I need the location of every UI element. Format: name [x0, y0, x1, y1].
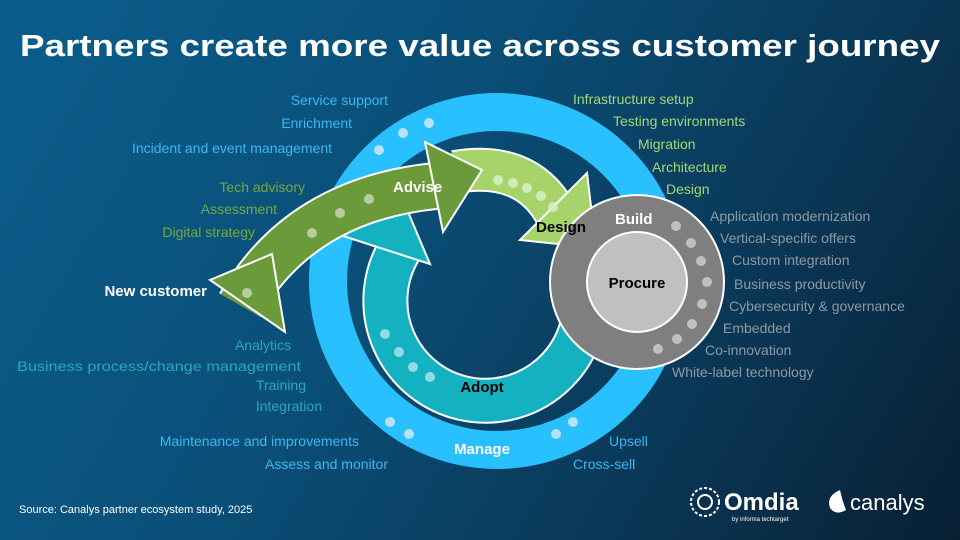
svg-text:by informa techtarget: by informa techtarget: [732, 517, 789, 523]
build-item: Cybersecurity & governance: [729, 298, 905, 314]
adopt-item: Analytics: [235, 337, 291, 353]
build-item: Embedded: [723, 320, 791, 336]
manage-item: Assess and monitor: [265, 456, 388, 472]
design-item: Migration: [638, 136, 696, 152]
step-dots: [242, 118, 712, 439]
advise-item: Tech advisory: [219, 179, 305, 195]
slide-title: Partners create more value across custom…: [20, 28, 941, 63]
advise-item: Assessment: [201, 201, 277, 217]
adopt-item: Integration: [256, 398, 322, 414]
manage-item: Service support: [291, 92, 388, 108]
design-item: Infrastructure setup: [573, 91, 694, 107]
procure-circle: [586, 231, 688, 333]
design-item: Testing environments: [613, 113, 745, 129]
svg-text:Omdia: Omdia: [724, 489, 799, 516]
source-note: Source: Canalys partner ecosystem study,…: [19, 504, 252, 516]
build-item: White-label technology: [672, 364, 814, 380]
stage-procure: Procure: [609, 275, 666, 292]
manage-item: Enrichment: [281, 115, 352, 131]
canalys-logo: canalys: [829, 490, 925, 515]
manage-item: Cross-sell: [573, 456, 635, 472]
build-item: Application modernization: [710, 208, 870, 224]
adopt-arrow: [364, 239, 607, 422]
build-item: Business productivity: [734, 276, 866, 292]
manage-item: Incident and event management: [132, 140, 332, 156]
advise-arrowhead: [423, 140, 484, 235]
build-item: Custom integration: [732, 252, 850, 268]
stage-design: Design: [536, 219, 586, 236]
manage-item: Maintenance and improvements: [160, 433, 359, 449]
stage-adopt: Adopt: [460, 379, 503, 396]
stage-manage: Manage: [454, 441, 510, 458]
adopt-item: Business process/change management: [17, 358, 301, 374]
adopt-item: Training: [256, 377, 306, 393]
stage-advise: Advise: [393, 179, 442, 196]
omdia-logo: Omdia by informa techtarget: [690, 487, 799, 523]
build-item: Vertical-specific offers: [720, 230, 856, 246]
manage-item: Upsell: [609, 433, 648, 449]
design-item: Design: [666, 181, 710, 197]
stage-new-customer: New customer: [104, 283, 207, 300]
advise-item: Digital strategy: [162, 224, 255, 240]
design-item: Architecture: [652, 159, 727, 175]
svg-text:canalys: canalys: [850, 490, 925, 515]
stage-build: Build: [615, 211, 653, 228]
build-item: Co-innovation: [705, 342, 791, 358]
